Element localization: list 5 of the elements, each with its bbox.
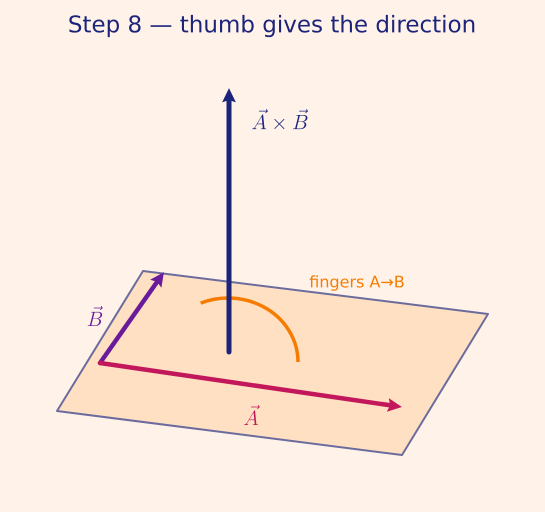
vector-label: $\vec{B}$ <box>88 306 103 326</box>
vector-label: $\vec{A}$ <box>244 404 260 426</box>
vector-label: $\vec{A}\times\vec{B}$ <box>252 109 308 130</box>
annotation: fingers A→B <box>310 275 404 291</box>
title: Step 8 — thumb gives the direction <box>69 14 474 38</box>
